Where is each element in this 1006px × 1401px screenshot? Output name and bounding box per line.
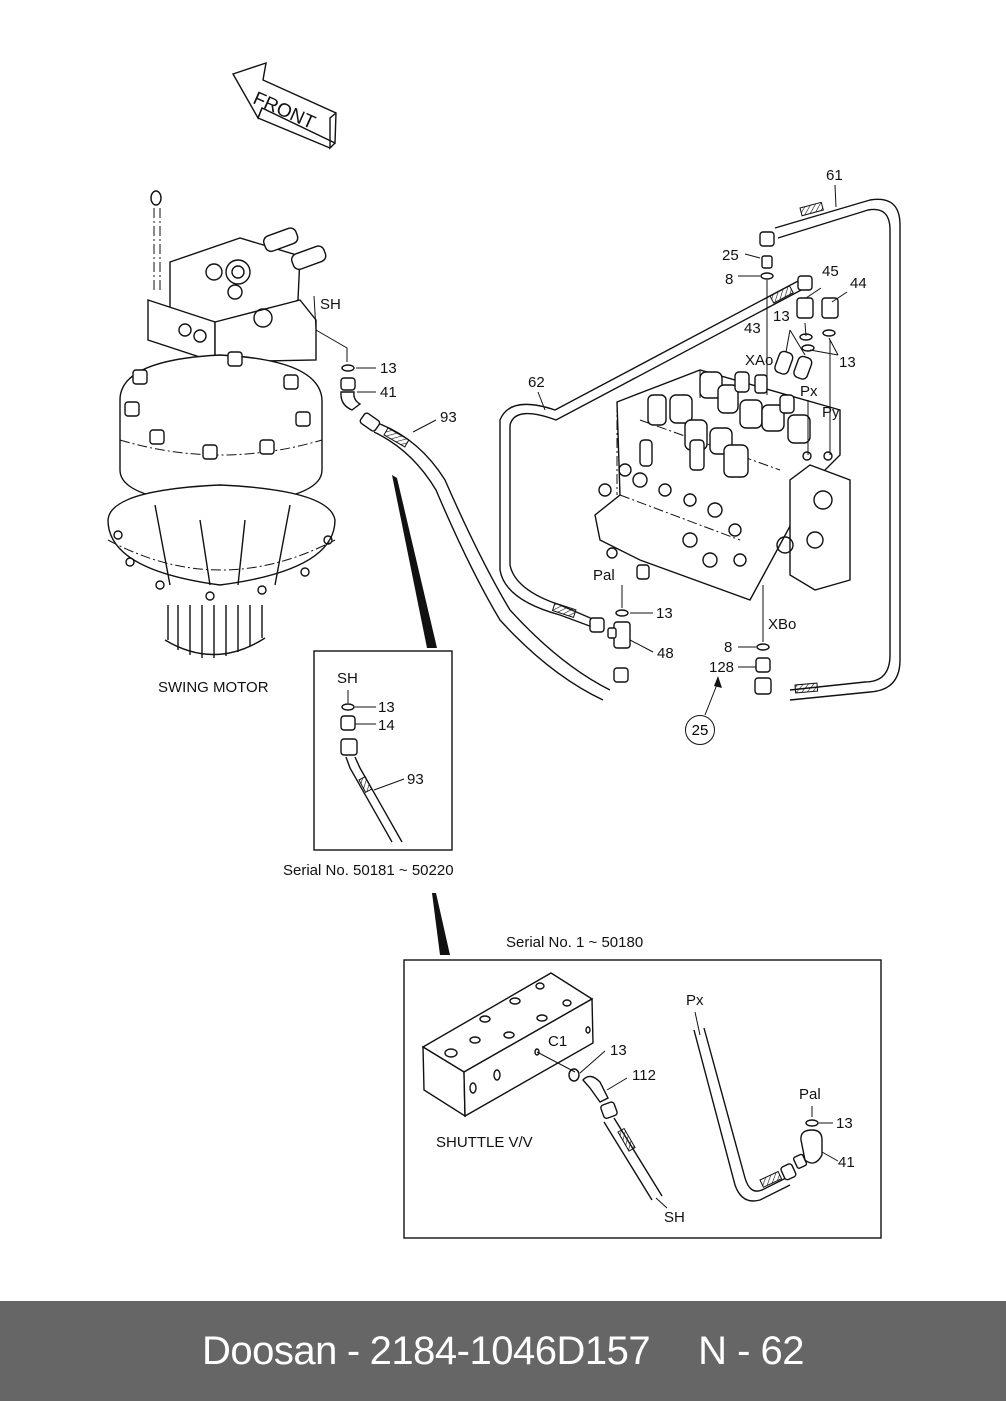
- inset-serial-50181-frame: [313, 650, 453, 851]
- shuttle-valve-drawing: [421, 972, 594, 1118]
- pointer-wedge: [392, 475, 437, 648]
- callout-61: 61: [826, 167, 843, 184]
- parts-diagram: [107, 61, 901, 1239]
- label-px: Px: [800, 383, 818, 400]
- callout-43: 43: [744, 320, 761, 337]
- inset1-callout-14: 14: [378, 717, 395, 734]
- inset2-label-pal: Pal: [799, 1086, 821, 1103]
- callout-48: 48: [657, 645, 674, 662]
- callout-25-top: 25: [722, 247, 739, 264]
- callout-13-top-right: 13: [839, 354, 856, 371]
- inset1-callout-13: 13: [378, 699, 395, 716]
- inset2-callout-41: 41: [838, 1154, 855, 1171]
- inset1-callout-93: 93: [407, 771, 424, 788]
- front-arrow-icon: [231, 61, 337, 150]
- label-sh-motor: SH: [320, 296, 341, 313]
- callout-13-top-left: 13: [773, 308, 790, 325]
- callout-8-bottom: 8: [724, 639, 733, 656]
- callout-128: 128: [709, 659, 735, 676]
- reference-circle-25: 25: [685, 715, 715, 745]
- inset2-label-sh: SH: [664, 1209, 685, 1226]
- label-py: Py: [822, 404, 840, 421]
- inset2-callout-112: 112: [632, 1067, 656, 1084]
- label-xao: XAo: [745, 352, 774, 369]
- callout-41-motor: 41: [380, 384, 397, 401]
- inset2-callout-13-left: 13: [610, 1042, 627, 1059]
- reference-circle-25-text: 25: [691, 721, 709, 739]
- footer-separator: -: [346, 1328, 360, 1373]
- callout-13-motor: 13: [380, 360, 397, 377]
- callout-8-top: 8: [725, 271, 734, 288]
- footer-brand: Doosan: [201, 1328, 337, 1373]
- callout-44: 44: [850, 275, 867, 292]
- inset2-label-c1: C1: [548, 1033, 568, 1050]
- inset-serial-1-frame: [403, 959, 882, 1239]
- callout-45: 45: [822, 263, 839, 280]
- inset1-caption: Serial No. 50181 ~ 50220: [283, 862, 454, 879]
- callout-93-main: 93: [440, 409, 457, 426]
- control-valve-drawing: [594, 369, 851, 601]
- inset2-callout-13-right: 13: [836, 1115, 853, 1132]
- leader-sh-motor: [313, 295, 348, 362]
- label-swing-motor: SWING MOTOR: [158, 679, 269, 696]
- swing-motor-drawing: [107, 190, 336, 658]
- footer-part-number: 2184-1046D157: [369, 1328, 651, 1373]
- inset2-label-shuttle-vv: SHUTTLE V/V: [436, 1134, 533, 1151]
- label-xbo: XBo: [768, 616, 797, 633]
- inset1-label-sh: SH: [337, 670, 358, 687]
- inset2-caption: Serial No. 1 ~ 50180: [506, 934, 644, 951]
- pointer-wedge-2: [432, 893, 450, 955]
- label-pal: Pal: [593, 567, 615, 584]
- footer-bar: Doosan - 2184-1046D157 N - 62: [0, 1301, 1006, 1401]
- callout-13-pal: 13: [656, 605, 673, 622]
- callout-62: 62: [528, 374, 545, 391]
- footer-page-ref: N - 62: [698, 1328, 805, 1373]
- inset2-label-px: Px: [686, 992, 704, 1009]
